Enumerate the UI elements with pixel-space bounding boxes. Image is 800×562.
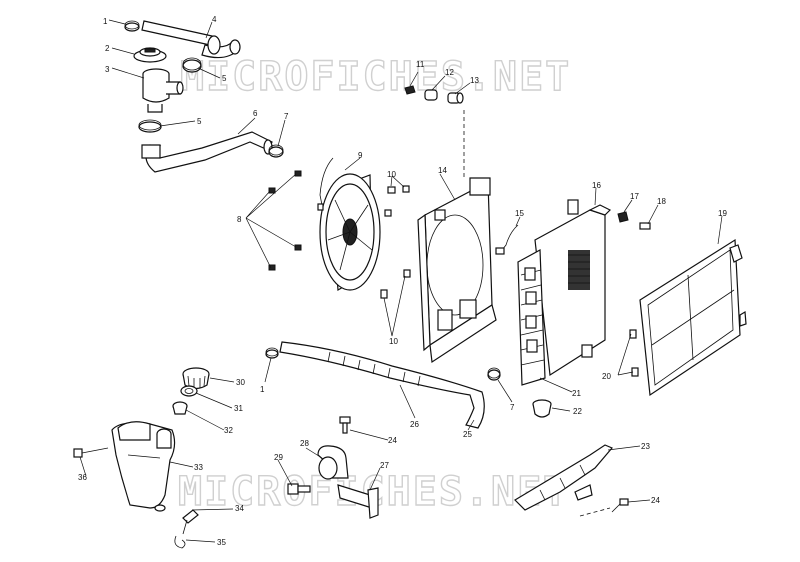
callout-14: 14 [438, 166, 447, 175]
callout-5-top: 5 [222, 74, 227, 83]
hose-clamp-part-5-lower [138, 119, 162, 133]
callout-1-top: 1 [103, 17, 108, 26]
bolt-axis [579, 507, 611, 517]
hose-clamp-part-5-top [182, 57, 202, 73]
callout-15: 15 [515, 209, 524, 218]
callout-25: 25 [463, 430, 472, 439]
support-bracket-part-23 [514, 444, 613, 511]
hose-clamp-part-7-lower [487, 367, 501, 381]
callout-2: 2 [105, 44, 110, 53]
coolant-hose-part-6 [141, 131, 273, 173]
callout-16: 16 [592, 181, 601, 190]
callout-17: 17 [630, 192, 639, 201]
clamp-part-28 [317, 445, 349, 480]
callout-4: 4 [212, 15, 217, 24]
watermark-top: MICROFICHES.NET [180, 54, 571, 100]
callout-27: 27 [380, 461, 389, 470]
fan-shroud-part-14 [417, 177, 497, 364]
screen-clips-part-20 [629, 329, 639, 377]
nut-part-17 [617, 211, 629, 223]
reservoir-tank-part-33 [111, 421, 176, 512]
callout-12: 12 [445, 68, 454, 77]
callout-1-lower: 1 [260, 385, 265, 394]
callout-22: 22 [573, 407, 582, 416]
overflow-hose-part-34 [182, 509, 199, 535]
radiator-cap-part-2 [133, 47, 167, 63]
radiator-screen-part-19 [639, 238, 747, 397]
callout-3: 3 [105, 65, 110, 74]
lower-hose-part-26 [279, 341, 485, 429]
hose-clamp-part-1-top [124, 20, 140, 32]
callout-35: 35 [217, 538, 226, 547]
bolt-part-36 [73, 447, 109, 458]
grommet-part-13 [447, 92, 464, 104]
callout-23: 23 [641, 442, 650, 451]
bolt-part-11 [404, 85, 416, 95]
hose-clamp-part-7-top [268, 144, 284, 158]
callout-34: 34 [235, 504, 244, 513]
callout-24-lower: 24 [651, 496, 660, 505]
spacer-part-12 [424, 89, 438, 101]
radiator-part-16 [534, 199, 612, 377]
hose-clip-part-35 [174, 535, 186, 549]
callout-10-lower: 10 [389, 337, 398, 346]
callout-30: 30 [236, 378, 245, 387]
screws-part-8 [268, 170, 302, 271]
bolt-part-24-upper [339, 416, 351, 434]
callout-19: 19 [718, 209, 727, 218]
callout-28: 28 [300, 439, 309, 448]
callout-32: 32 [224, 426, 233, 435]
callout-13: 13 [470, 76, 479, 85]
drain-cap-part-22 [532, 399, 552, 418]
callout-11: 11 [416, 60, 425, 69]
callout-7-top: 7 [284, 112, 289, 121]
callout-labels: 1 1 2 3 4 5 5 6 7 7 8 9 10 10 11 12 13 1… [78, 15, 727, 547]
callout-21: 21 [572, 389, 581, 398]
callout-7-lower: 7 [510, 403, 515, 412]
bracket-part-27 [337, 484, 379, 519]
upper-hose-part-4 [141, 20, 241, 59]
fan-clips-part-10 [380, 185, 411, 299]
callout-29: 29 [274, 453, 283, 462]
callout-9: 9 [358, 151, 363, 160]
reservoir-cap-part-30 [182, 367, 210, 390]
leader-lines [79, 19, 723, 543]
callout-10-top: 10 [387, 170, 396, 179]
callout-26: 26 [410, 420, 419, 429]
bolt-part-18 [639, 222, 651, 230]
callout-33: 33 [194, 463, 203, 472]
callout-24-upper: 24 [388, 436, 397, 445]
callout-8: 8 [237, 215, 242, 224]
callout-6: 6 [253, 109, 258, 118]
wiring-part-15 [495, 224, 519, 255]
callout-36: 36 [78, 473, 87, 482]
cooling-fan-part-9 [317, 157, 381, 292]
adapter-part-32 [172, 401, 188, 415]
callout-5-lower: 5 [197, 117, 202, 126]
callout-20: 20 [602, 372, 611, 381]
bolt-part-29 [287, 483, 311, 495]
radiator-core-part-21 [517, 249, 546, 386]
callout-31: 31 [234, 404, 243, 413]
filler-neck-part-3 [142, 68, 184, 113]
hose-clamp-part-1-lower [265, 347, 279, 359]
callout-18: 18 [657, 197, 666, 206]
bolt-part-24-lower [611, 498, 629, 513]
gasket-part-31 [180, 385, 198, 397]
